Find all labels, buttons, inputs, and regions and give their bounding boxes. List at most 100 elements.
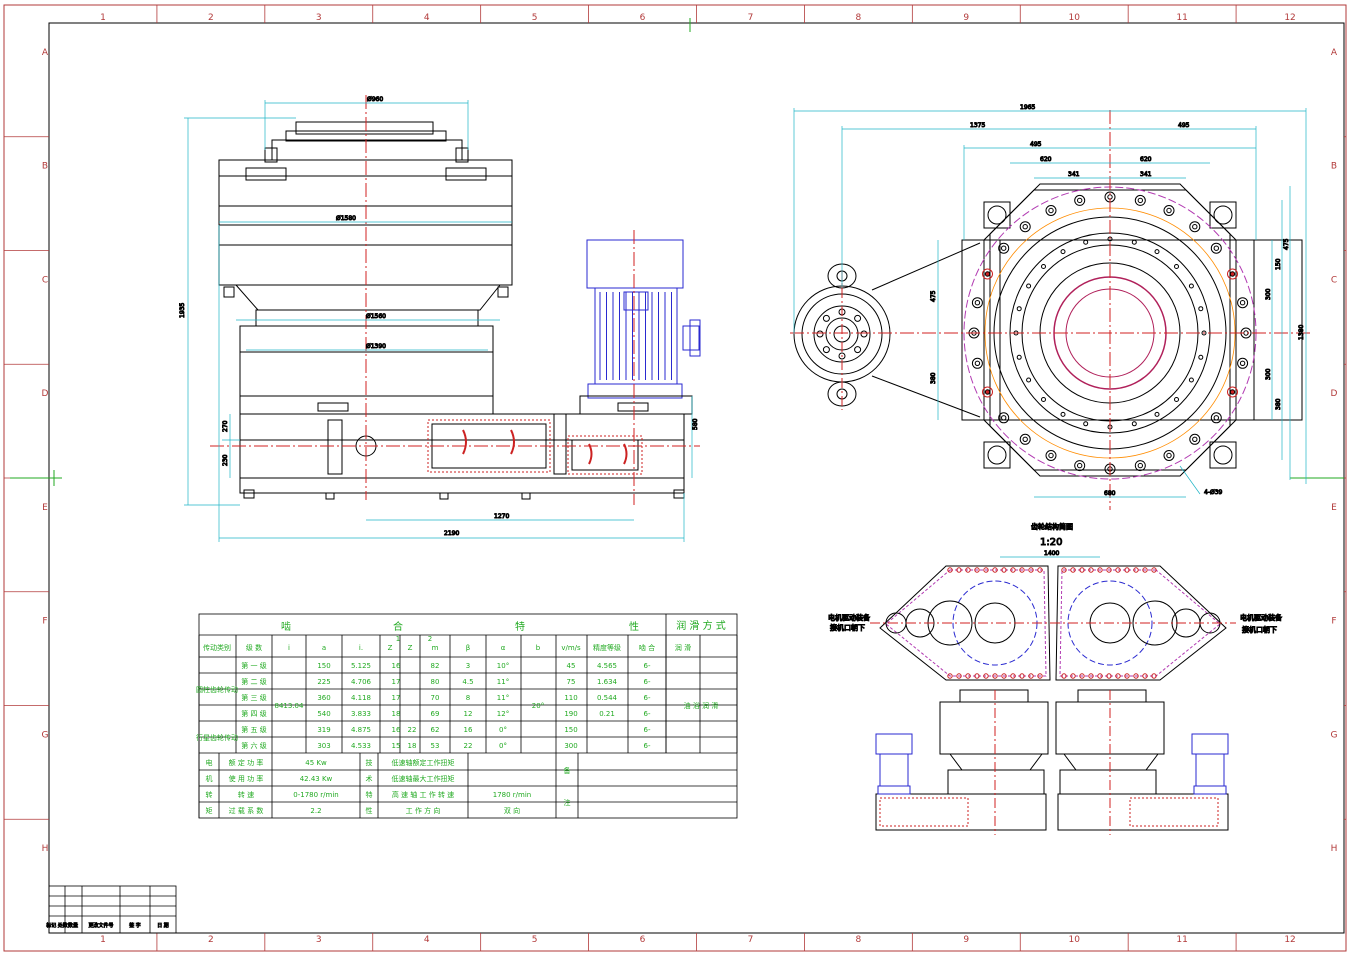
housing-bolt	[1227, 386, 1238, 398]
ring-bolt	[1201, 330, 1207, 336]
motor-label-1: 使 用 功 率	[229, 774, 264, 783]
grid-col-top-10: 10	[1068, 13, 1080, 23]
dim-flange: Ø1580	[336, 215, 356, 222]
housing-bolt	[971, 297, 983, 309]
gear-note-left-2: 接机口朝下	[830, 623, 865, 632]
housing-bolt	[1045, 205, 1057, 216]
ring-bolt	[1026, 377, 1032, 383]
dim-r7: 475	[1283, 238, 1290, 250]
motor-value-3: 2.2	[310, 807, 321, 815]
housing-stud	[956, 673, 962, 679]
motor-label-3: 过 载 系 数	[229, 806, 264, 815]
spec-stage-3: 第 四 级	[241, 709, 266, 718]
grid-row-left-F: F	[42, 617, 47, 627]
housing-bolt	[998, 242, 1010, 254]
tech-side-char-1: 术	[366, 774, 373, 783]
ring-bolt	[1016, 354, 1022, 360]
gear-note-right-2: 接机口朝下	[1242, 625, 1277, 634]
grid-col-bottom-6: 6	[640, 935, 646, 945]
housing-stud	[1037, 567, 1043, 573]
housing-bolt-core	[1229, 271, 1236, 277]
housing-stud	[1088, 567, 1094, 573]
dim-r5: 380	[1275, 398, 1282, 410]
spec-head-z1-sub: 1	[396, 635, 400, 643]
housing-bolt-core	[1239, 300, 1246, 306]
spec-head-11: v/m/s	[561, 644, 581, 652]
housing-bolt-core	[1213, 245, 1220, 251]
spec-z1-5: 15	[392, 742, 401, 750]
dim-r1: 475	[930, 290, 937, 302]
title-block-cell-2: 更改文件号	[88, 922, 113, 929]
spec-title-mid2: 特	[515, 621, 525, 633]
housing-bolt-core	[1137, 197, 1144, 204]
dim-bottom-total: 2190	[444, 530, 459, 537]
front-view: Ø960 Ø1580 Ø1560 Ø1390 1935 270 230 580 …	[179, 95, 701, 542]
dim-w-b: 620	[1140, 156, 1152, 163]
spec-m-1: 4.5	[462, 678, 473, 686]
dim-r4: 300	[1265, 288, 1272, 300]
housing-bolt	[982, 386, 993, 398]
spec-b-3: 190	[564, 710, 577, 718]
spec-v-2: 0.544	[597, 694, 618, 702]
ring-bolt	[1174, 397, 1179, 402]
housing-stud	[1061, 567, 1067, 573]
title-block-cell-1: 数量	[68, 922, 78, 929]
grid-row-right-G: G	[1331, 730, 1338, 740]
spec-z2-1: 80	[431, 678, 440, 686]
housing-stud	[1088, 673, 1094, 679]
spec-head-9: α	[501, 644, 506, 652]
spec-head-z2-sub: 2	[428, 635, 432, 643]
housing-stud	[1010, 673, 1016, 679]
ring-bolt	[1041, 397, 1046, 402]
motor-label-0: 额 定 功 率	[229, 758, 264, 767]
housing-stud	[1037, 673, 1043, 679]
spec-a-4: 319	[317, 726, 330, 734]
housing-stud	[965, 567, 971, 573]
housing-stud	[1106, 673, 1112, 679]
gear-note-left-1: 电机驱动装备	[828, 613, 870, 622]
dim-left-b: 230	[222, 454, 229, 466]
ring-bolt	[1154, 411, 1160, 417]
grid-row-right-E: E	[1331, 503, 1337, 513]
housing-stud	[1019, 567, 1025, 573]
housing-bolt	[1227, 268, 1238, 280]
housing-bolt	[1189, 433, 1201, 445]
spec-head-2: i	[288, 644, 290, 652]
spec-title-lube: 润 滑 方 式	[676, 619, 726, 632]
housing-stud	[1151, 567, 1157, 573]
spec-head-6: Z	[408, 644, 413, 652]
dim-r-a: 495	[1030, 141, 1042, 148]
spec-beta-0: 10°	[497, 662, 509, 670]
housing-stud	[965, 673, 971, 679]
housing-bolt	[998, 412, 1010, 424]
spec-grade-2: 6-	[644, 694, 651, 702]
housing-bolt	[1210, 242, 1222, 254]
grid-row-left-D: D	[42, 389, 49, 399]
spec-beta-1: 11°	[497, 678, 509, 686]
plan-view: 1965 1375 495 495 620 620 341 341 680 4-…	[790, 104, 1310, 510]
housing-stud	[1028, 567, 1034, 573]
housing-bolt	[1074, 194, 1086, 206]
spec-grade-3: 6-	[644, 710, 651, 718]
spec-alpha: 20°	[532, 702, 544, 710]
spec-total-ratio: 8413.04	[275, 702, 304, 710]
spec-a-5: 303	[317, 742, 330, 750]
dim-upper-housing: Ø1560	[366, 313, 386, 320]
grid-col-top-11: 11	[1176, 13, 1187, 23]
housing-stud	[974, 673, 980, 679]
spec-beta-2: 11°	[497, 694, 509, 702]
housing-stud	[1019, 673, 1025, 679]
housing-bolt	[1189, 221, 1201, 233]
title-block-cell-3: 签 字	[129, 922, 141, 929]
spec-z1-4: 16	[392, 726, 401, 734]
grid-row-right-A: A	[1331, 48, 1338, 58]
spec-head-10: b	[536, 644, 541, 652]
housing-bolt	[1237, 357, 1249, 369]
spec-group-worm: 行星齿轮传动	[196, 733, 238, 742]
spec-title-left: 啮	[281, 620, 291, 633]
remark-char-1: 注	[564, 798, 571, 807]
housing-bolt-core	[1239, 360, 1246, 366]
grid-row-right-C: C	[1331, 275, 1337, 285]
housing-stud	[992, 567, 998, 573]
dim-w-c: 341	[1068, 171, 1080, 178]
